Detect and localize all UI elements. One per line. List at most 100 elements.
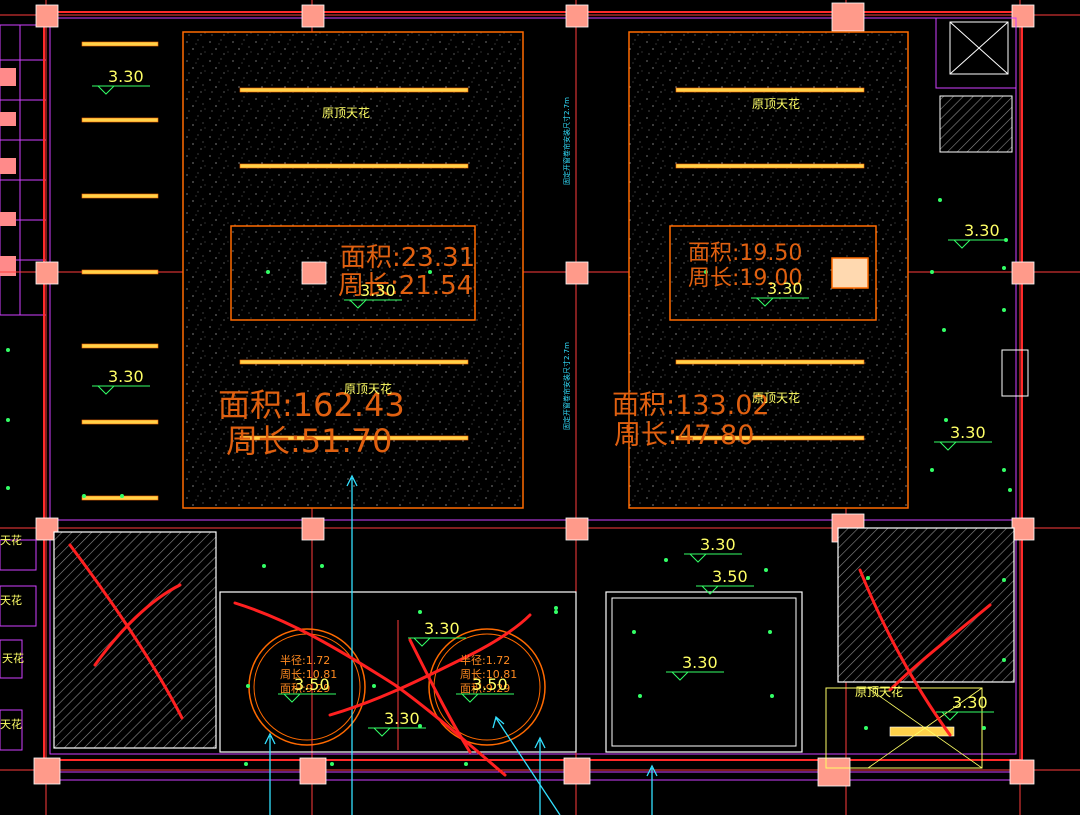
marker-dot (864, 726, 868, 730)
circle-left-perimeter: 周长:10.81 (280, 668, 337, 681)
linear-light (675, 359, 865, 365)
marker-dot (982, 726, 986, 730)
outer-right-perimeter: 周长:47.80 (614, 420, 754, 451)
marker-dot (942, 328, 946, 332)
ceiling-label-4: 原顶天花 (752, 390, 800, 405)
level-value: 3.30 (108, 367, 144, 386)
ceiling-label-1: 原顶天花 (322, 105, 370, 120)
level-tag: 3.30 (92, 67, 150, 95)
outer-walls (43, 11, 1023, 781)
level-value: 3.30 (767, 279, 803, 298)
marker-dot (6, 348, 10, 352)
marker-dot (262, 564, 266, 568)
ceiling-label-5: 原顶天花 (855, 684, 903, 699)
marker-dot (244, 762, 248, 766)
level-tag: 3.50 (696, 567, 754, 595)
level-tag: 3.30 (936, 693, 994, 721)
level-tag: 3.30 (344, 281, 402, 309)
level-tags: 3.30 3.30 3.30 3.30 3.30 3.30 3.30 3.50 3.30 3.30… (92, 67, 1006, 737)
outer-right-area: 面积:133.02 (612, 390, 770, 421)
marker-dot (930, 270, 934, 274)
red-markups (68, 543, 992, 777)
left-external-grid (0, 24, 47, 316)
green-markers (6, 198, 1012, 766)
linear-light (81, 41, 159, 47)
circle-left-area: 面积:9.29 (280, 682, 330, 695)
marker-dot (1002, 266, 1006, 270)
level-tag: 3.30 (666, 653, 724, 681)
level-value: 3.30 (682, 653, 718, 672)
marker-dot (1002, 578, 1006, 582)
double-frame-room (605, 591, 803, 753)
marker-dot (632, 630, 636, 634)
marker-dot (554, 606, 558, 610)
marker-dot (464, 762, 468, 766)
marker-dot (428, 270, 432, 274)
level-tag: 3.30 (751, 279, 809, 307)
marker-dot (1002, 658, 1006, 662)
ceiling-label-2: 原顶天花 (752, 96, 800, 111)
area-labels: 面积:23.31 周长:21.54 面积:19.50 周长:19.00 面积:1… (218, 241, 802, 460)
circle-labels: 半径:1.72 周长:10.81 面积:9.29 半径:1.72 周长:10.8… (280, 653, 517, 695)
marker-dot (1002, 308, 1006, 312)
marker-dot (6, 486, 10, 490)
level-value: 3.30 (424, 619, 460, 638)
ceiling-labels: 原顶天花 原顶天花 原顶天花 原顶天花 原顶天花 (322, 96, 903, 699)
level-tag: 3.30 (368, 709, 426, 737)
inner-right-perimeter: 周长:19.00 (688, 266, 802, 291)
level-value: 3.50 (294, 675, 330, 694)
circle-left-radius: 半径:1.72 (280, 653, 330, 667)
linear-light (675, 435, 865, 441)
linear-light (239, 87, 469, 93)
linear-light (81, 419, 159, 425)
level-value: 3.50 (712, 567, 748, 586)
right-utility-rooms (935, 17, 1029, 397)
marker-dot (764, 568, 768, 572)
linear-light-fixtures (81, 41, 865, 501)
level-value: 3.30 (108, 67, 144, 86)
level-tag: 3.30 (948, 221, 1006, 249)
edge-label-1: 天花 (0, 534, 22, 547)
marker-dot (770, 694, 774, 698)
inner-left-perimeter: 周长:21.54 (338, 271, 473, 301)
marker-dot (944, 418, 948, 422)
level-tag: 3.50 (456, 675, 514, 703)
marker-dot (866, 576, 870, 580)
level-tag: 3.50 (278, 675, 336, 703)
level-tag: 3.30 (684, 535, 742, 563)
level-tag: 3.30 (92, 367, 150, 395)
edge-labels: 天花 天花 天花 天花 (0, 534, 24, 731)
edge-label-3: 天花 (2, 652, 24, 665)
inner-left-area: 面积:23.31 (340, 243, 475, 273)
level-tag: 3.30 (408, 619, 466, 647)
marker-dot (1002, 468, 1006, 472)
linear-light (239, 163, 469, 169)
linear-light (81, 343, 159, 349)
marker-dot (554, 610, 558, 614)
left-small-rooms (0, 539, 37, 751)
linear-light (675, 87, 865, 93)
level-value: 3.30 (964, 221, 1000, 240)
marker-dot (418, 610, 422, 614)
structural-columns (33, 2, 1035, 787)
inner-right-area: 面积:19.50 (688, 241, 802, 266)
marker-dot (938, 198, 942, 202)
linear-light (81, 495, 159, 501)
marker-dot (768, 630, 772, 634)
level-value: 3.30 (950, 423, 986, 442)
hatched-rooms (53, 527, 1015, 769)
marker-dot (1008, 488, 1012, 492)
linear-light (81, 269, 159, 275)
circle-right-perimeter: 周长:10.81 (460, 668, 517, 681)
edge-label-2: 天花 (0, 594, 22, 607)
linear-light (81, 117, 159, 123)
outer-left-area: 面积:162.43 (218, 386, 405, 424)
marker-dot (930, 468, 934, 472)
circle-right-radius: 半径:1.72 (460, 653, 510, 667)
level-value: 3.30 (360, 281, 396, 300)
linear-light (239, 435, 469, 441)
level-value: 3.30 (700, 535, 736, 554)
linear-light (81, 193, 159, 199)
marker-dot (120, 494, 124, 498)
